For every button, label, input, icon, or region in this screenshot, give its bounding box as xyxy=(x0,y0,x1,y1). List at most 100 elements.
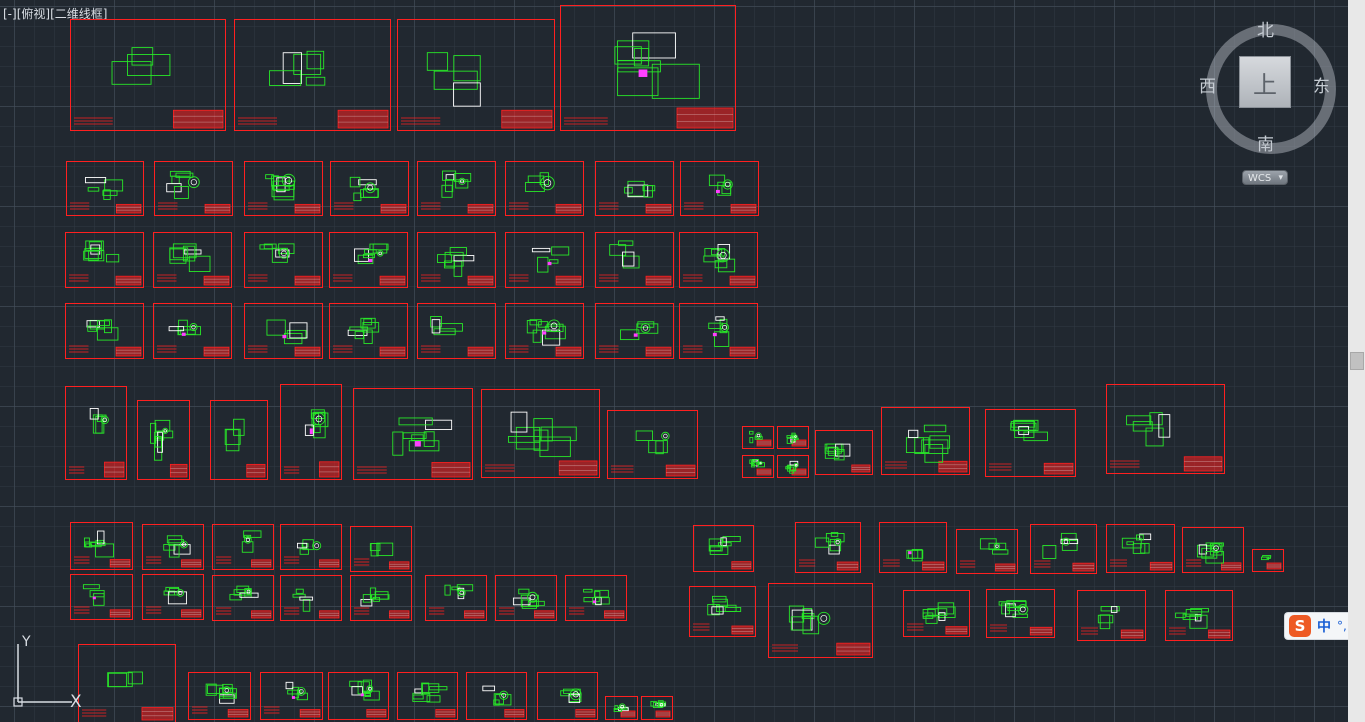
drawing-sheet[interactable] xyxy=(397,672,458,720)
drawing-sheet[interactable] xyxy=(641,696,673,720)
compass-west[interactable]: 西 xyxy=(1199,77,1216,97)
drawing-sheet[interactable] xyxy=(1106,384,1225,474)
drawing-sheet[interactable] xyxy=(425,575,487,621)
drawing-sheet[interactable] xyxy=(560,5,736,131)
compass-east[interactable]: 东 xyxy=(1313,77,1330,97)
drawing-sheet[interactable] xyxy=(505,303,584,359)
drawing-sheet[interactable] xyxy=(70,574,133,620)
drawing-sheet[interactable] xyxy=(153,232,232,288)
drawing-sheet[interactable] xyxy=(65,232,144,288)
drawing-sheet[interactable] xyxy=(1077,590,1146,641)
drawing-sheet[interactable] xyxy=(417,303,496,359)
drawing-sheet[interactable] xyxy=(795,522,861,573)
drawing-sheet[interactable] xyxy=(142,574,204,620)
drawing-sheet[interactable] xyxy=(693,525,754,572)
drawing-sheet[interactable] xyxy=(605,696,638,720)
drawing-sheet[interactable] xyxy=(210,400,268,480)
drawing-sheet[interactable] xyxy=(280,384,342,480)
drawing-sheet[interactable] xyxy=(417,161,496,216)
drawing-sheet[interactable] xyxy=(815,430,873,475)
vertical-scrollbar[interactable] xyxy=(1348,0,1365,722)
drawing-sheet[interactable] xyxy=(777,426,809,449)
compass-north[interactable]: 北 xyxy=(1257,21,1274,41)
drawing-sheet[interactable] xyxy=(903,590,970,637)
drawing-sheet[interactable] xyxy=(1165,590,1233,641)
drawing-sheet[interactable] xyxy=(154,161,233,216)
drawing-sheet[interactable] xyxy=(466,672,527,720)
drawing-sheet[interactable] xyxy=(595,161,674,216)
drawing-sheet[interactable] xyxy=(565,575,627,621)
viewcube-compass-ring[interactable] xyxy=(1206,24,1336,154)
drawing-sheet[interactable] xyxy=(153,303,232,359)
drawing-sheet[interactable] xyxy=(742,426,774,449)
drawing-sheet[interactable] xyxy=(679,303,758,359)
viewport-controls-menu[interactable]: [-] xyxy=(3,7,17,21)
drawing-sheet[interactable] xyxy=(330,161,409,216)
ime-punctuation-toggle[interactable]: °, xyxy=(1337,619,1347,633)
drawing-sheet[interactable] xyxy=(879,522,947,573)
drawing-sheet[interactable] xyxy=(1182,527,1244,573)
drawing-sheet[interactable] xyxy=(244,303,323,359)
drawing-sheet[interactable] xyxy=(78,644,176,722)
drawing-sheet[interactable] xyxy=(505,232,584,288)
drawing-sheet[interactable] xyxy=(505,161,584,216)
drawing-sheet[interactable] xyxy=(234,19,391,131)
drawing-sheet[interactable] xyxy=(188,672,251,720)
drawing-sheet[interactable] xyxy=(768,583,873,658)
drawing-sheet[interactable] xyxy=(244,232,323,288)
drawing-sheet[interactable] xyxy=(956,529,1018,574)
drawing-sheet[interactable] xyxy=(595,232,674,288)
drawing-sheet[interactable] xyxy=(1030,524,1097,574)
drawing-sheet[interactable] xyxy=(142,524,204,570)
drawing-sheet[interactable] xyxy=(350,526,412,572)
drawing-sheet[interactable] xyxy=(70,522,133,570)
drawing-sheet[interactable] xyxy=(495,575,557,621)
drawing-sheet[interactable] xyxy=(481,389,600,478)
drawing-sheet[interactable] xyxy=(280,575,342,621)
drawing-sheet[interactable] xyxy=(689,586,756,637)
drawing-sheet[interactable] xyxy=(350,575,412,621)
drawing-sheet[interactable] xyxy=(537,672,598,720)
wcs-menu-button[interactable]: WCS xyxy=(1242,170,1288,186)
drawing-sheet[interactable] xyxy=(70,19,226,131)
sogou-logo-icon[interactable]: S xyxy=(1289,615,1311,637)
visual-style-menu[interactable]: [二维线框] xyxy=(50,7,108,21)
drawing-sheet[interactable] xyxy=(212,575,274,621)
viewcube[interactable]: 北 南 东 西 上 WCS xyxy=(1196,10,1336,200)
drawing-sheet[interactable] xyxy=(680,161,759,216)
viewcube-top-face[interactable]: 上 xyxy=(1239,56,1291,108)
drawing-sheet[interactable] xyxy=(137,400,190,480)
drawing-sheet[interactable] xyxy=(607,410,698,479)
drawing-sheet[interactable] xyxy=(66,161,144,216)
drawing-sheet[interactable] xyxy=(417,232,496,288)
drawing-sheet[interactable] xyxy=(679,232,758,288)
drawing-sheet[interactable] xyxy=(212,524,274,570)
drawing-sheet[interactable] xyxy=(329,232,408,288)
ime-status-bar[interactable]: S 中 °, xyxy=(1284,612,1348,640)
drawing-sheet[interactable] xyxy=(595,303,674,359)
drawing-sheet[interactable] xyxy=(280,524,342,570)
drawing-sheet[interactable] xyxy=(742,455,774,478)
scrollbar-thumb[interactable] xyxy=(1350,352,1364,370)
drawing-sheet[interactable] xyxy=(1252,549,1284,572)
ime-language-toggle[interactable]: 中 xyxy=(1317,619,1331,635)
drawing-sheet[interactable] xyxy=(397,19,555,131)
drawing-sheet[interactable] xyxy=(65,386,127,480)
drawing-sheet[interactable] xyxy=(244,161,323,216)
view-menu[interactable]: [俯视] xyxy=(16,7,51,21)
drawing-sheet[interactable] xyxy=(985,409,1076,477)
drawing-sheet[interactable] xyxy=(881,407,970,475)
compass-south[interactable]: 南 xyxy=(1257,135,1274,155)
drawing-sheet[interactable] xyxy=(353,388,473,480)
ucs-x-label: X xyxy=(70,692,82,712)
drawing-sheet[interactable] xyxy=(260,672,323,720)
drawing-sheet[interactable] xyxy=(986,589,1055,638)
drawing-sheet[interactable] xyxy=(328,672,389,720)
drawing-sheet[interactable] xyxy=(329,303,408,359)
ucs-y-label: Y xyxy=(21,634,31,650)
drawing-sheet[interactable] xyxy=(65,303,144,359)
drawing-sheet[interactable] xyxy=(777,455,809,478)
drawing-sheet[interactable] xyxy=(1106,524,1175,573)
